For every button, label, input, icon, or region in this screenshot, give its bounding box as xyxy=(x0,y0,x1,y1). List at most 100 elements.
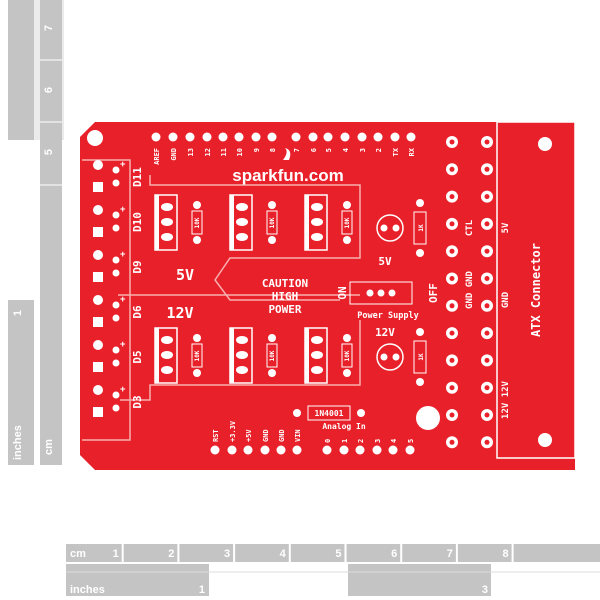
pad-hole xyxy=(484,248,490,254)
pad-hole xyxy=(484,303,490,309)
cm-label: 4 xyxy=(280,548,287,560)
gnd-pair-label: GND GND xyxy=(465,270,475,309)
cm-label: 5 xyxy=(43,149,55,155)
resistor-1k: 1K xyxy=(413,199,427,257)
mosfet-tab xyxy=(155,195,159,250)
resistor-pad xyxy=(343,236,351,244)
pin-label: +5V xyxy=(245,429,253,442)
atx-pads xyxy=(446,136,493,449)
header-pin xyxy=(308,132,318,142)
cm-label: 1 xyxy=(113,548,119,560)
led-pad xyxy=(112,359,120,367)
header-pin xyxy=(185,132,195,142)
pad-hole xyxy=(449,221,455,227)
pad-hole xyxy=(449,412,455,418)
pin-label: 5 xyxy=(407,439,415,443)
led-12v-label: 12V xyxy=(375,326,395,339)
led-pad xyxy=(112,179,120,187)
pad-hole xyxy=(484,221,490,227)
analog-pin xyxy=(405,445,415,455)
led-pad xyxy=(112,314,120,322)
terminal-pad xyxy=(93,227,103,237)
mosfet-tab xyxy=(230,328,234,383)
pin-label: 9 xyxy=(253,148,261,152)
resistor-outline xyxy=(341,343,353,368)
mosfet-pad xyxy=(161,218,173,226)
pad-hole xyxy=(484,357,490,363)
resistor-pad xyxy=(268,334,276,342)
plus-sign: + xyxy=(120,385,126,395)
pad-hole xyxy=(449,166,455,172)
header-pin xyxy=(202,132,212,142)
terminal-pad xyxy=(93,182,103,192)
plus-sign: + xyxy=(120,250,126,260)
mosfet-pad xyxy=(161,336,173,344)
terminal-pad xyxy=(93,295,103,305)
header-pin xyxy=(406,132,416,142)
pin-label: 5 xyxy=(325,148,333,152)
led-pad xyxy=(112,269,120,277)
channel-label: D3 xyxy=(131,395,144,408)
resistor-outline xyxy=(341,210,353,235)
pin-label: VIN xyxy=(294,429,302,442)
mosfet-pad xyxy=(236,351,248,359)
resistor-outline xyxy=(266,210,278,235)
cm-unit: cm xyxy=(43,439,55,455)
resistor-label: 10K xyxy=(269,217,276,228)
analog-pin xyxy=(388,445,398,455)
inch-unit: inches xyxy=(70,584,105,596)
resistor-label: 10K xyxy=(194,350,201,361)
pad-hole xyxy=(449,194,455,200)
switch-off-label: OFF xyxy=(427,283,440,303)
analog-pin xyxy=(339,445,349,455)
cm-label: 5 xyxy=(335,548,341,560)
plus-sign: + xyxy=(120,205,126,215)
pad-hole xyxy=(449,357,455,363)
pad-hole xyxy=(484,412,490,418)
cm-unit: cm xyxy=(70,548,86,560)
pad-hole xyxy=(484,166,490,172)
power-pin xyxy=(210,445,220,455)
mosfet-pad xyxy=(161,203,173,211)
resistor-pad xyxy=(193,369,201,377)
header-pin xyxy=(168,132,178,142)
pin-label: 6 xyxy=(310,148,318,152)
inch-label: 2 xyxy=(12,145,24,151)
rail-12v-label: 12V xyxy=(166,304,193,322)
cm-label: 6 xyxy=(43,87,55,93)
mosfet-tab xyxy=(305,195,309,250)
inch-unit: inches xyxy=(12,425,24,460)
switch-on-label: ON xyxy=(336,286,349,299)
resistor-pad xyxy=(268,369,276,377)
resistor-pad xyxy=(343,201,351,209)
pin-label: RST xyxy=(212,429,220,442)
pin-label: 0 xyxy=(324,439,332,443)
analog-in-label: Analog In xyxy=(322,422,366,431)
pin-label: 2 xyxy=(357,439,365,443)
diode-label: 1N4001 xyxy=(315,409,344,418)
inch-label: 3 xyxy=(482,584,488,596)
terminal-pad xyxy=(93,317,103,327)
power-pin xyxy=(292,445,302,455)
mount-hole xyxy=(416,406,440,430)
resistor-pad xyxy=(193,201,201,209)
inch-label: 1 xyxy=(199,584,205,596)
led-pad xyxy=(112,166,120,174)
mosfet-pad xyxy=(311,233,323,241)
resistor-pad xyxy=(343,334,351,342)
pin-label: 3 xyxy=(374,439,382,443)
header-pin xyxy=(390,132,400,142)
pin-label: GND xyxy=(262,429,270,442)
terminal-pad xyxy=(93,160,103,170)
pad-hole xyxy=(484,276,490,281)
channel-label: D6 xyxy=(131,305,144,319)
pin-label: GND xyxy=(170,148,178,161)
pad-hole xyxy=(449,439,455,445)
power-pin xyxy=(227,445,237,455)
pin-label: RX xyxy=(408,147,416,156)
pad-hole xyxy=(484,139,490,145)
led-pad xyxy=(112,224,120,232)
terminal-pad xyxy=(93,362,103,372)
